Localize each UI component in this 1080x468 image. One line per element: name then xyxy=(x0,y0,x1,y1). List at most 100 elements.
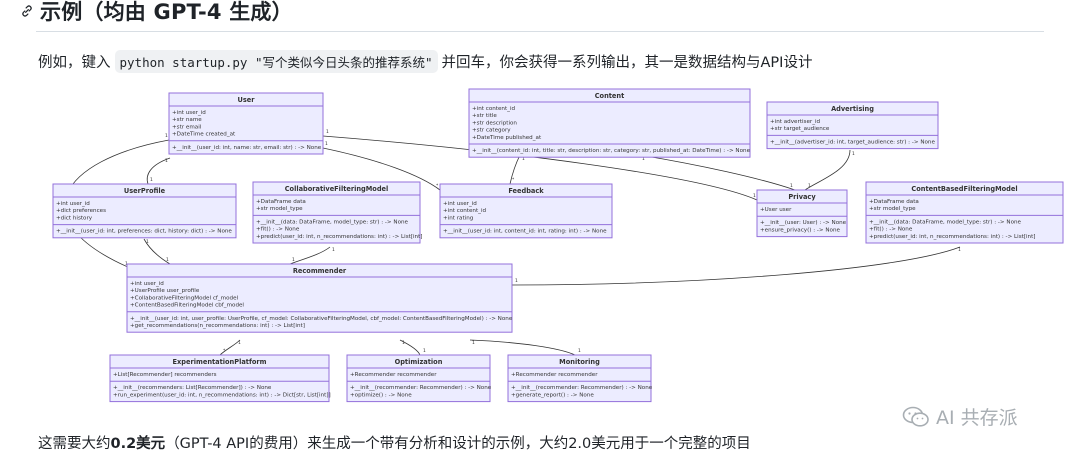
outro-text-after: （GPT-4 API的费用）来生成一个带有分析和设计的示例，大约2.0美元用于一… xyxy=(165,436,751,452)
class-title: CollaborativeFilteringModel xyxy=(285,185,389,193)
class-attribute: +dict preferences xyxy=(56,208,106,214)
class-method: +predict(user_id: int, n_recommendations… xyxy=(869,234,1035,240)
class-attribute: +int user_id xyxy=(130,281,164,287)
class-box xyxy=(865,181,1064,244)
class-attribute: +str email xyxy=(172,124,202,130)
intro-paragraph: 例如，键入 python startup.py "写个类似今日头条的推荐系统" … xyxy=(38,50,812,73)
multiplicity-label: 1 xyxy=(958,247,961,253)
multiplicity-label: 1 xyxy=(790,183,793,189)
class-attribute: +Recommender recommender xyxy=(511,372,598,378)
relation-user-privacy xyxy=(322,135,758,201)
class-method: +__init__(user_id: int, name: str, email… xyxy=(172,145,322,151)
class-method: +get_recommendations(n_recommendations: … xyxy=(130,323,305,329)
heading-title: 示例（均由 GPT-4 生成） xyxy=(40,0,293,24)
class-attribute: +int content_id xyxy=(443,208,487,214)
multiplicity-label: 1 xyxy=(402,340,405,346)
class-content-based-filtering-model: ContentBasedFilteringModel+DataFrame dat… xyxy=(865,181,1064,244)
multiplicity-label: * xyxy=(512,177,515,183)
class-method: +__init__(advertiser_id: int, target_aud… xyxy=(770,139,935,145)
relation-recommender-optimization xyxy=(399,339,421,356)
watermark: AI 共存派 xyxy=(902,403,1018,430)
class-box xyxy=(252,181,421,244)
class-box xyxy=(468,88,751,158)
outro-text-before: 这需要大约 xyxy=(38,436,111,452)
class-attribute: +str target_audience xyxy=(770,126,830,132)
multiplicity-label: 1 xyxy=(150,177,153,183)
class-title: Optimization xyxy=(395,358,443,366)
relation-recommender-monitoring xyxy=(469,339,576,356)
class-box xyxy=(168,92,324,155)
multiplicity-label: 1 xyxy=(515,278,518,284)
class-title: Feedback xyxy=(508,187,544,195)
class-attribute: +DateTime created_at xyxy=(172,132,236,138)
class-title: Monitoring xyxy=(559,358,600,366)
relation-content-privacy xyxy=(639,154,796,191)
class-attribute: +int advertiser_id xyxy=(770,119,821,125)
section-heading: 示例（均由 GPT-4 生成） xyxy=(20,0,293,28)
intro-text-before: 例如，键入 xyxy=(38,55,111,71)
multiplicity-label: 1 xyxy=(326,129,329,135)
relation-recommender-experimentation-platform xyxy=(219,339,241,356)
relation-collaborative-filtering-model-recommender xyxy=(289,246,331,265)
class-attribute: +dict history xyxy=(56,215,93,221)
class-title: Content xyxy=(595,92,625,100)
class-method: +optimize() : -> None xyxy=(350,392,412,398)
multiplicity-label: 1 xyxy=(423,348,426,354)
class-attribute: +int user_id xyxy=(172,110,206,116)
class-attribute: +User user xyxy=(760,207,792,213)
class-method: +fit() : -> None xyxy=(256,227,300,233)
relation-user-profile-recommender xyxy=(143,238,171,265)
class-attribute: +str title xyxy=(472,113,497,119)
relation-user-user-profile xyxy=(146,157,171,185)
class-box xyxy=(346,354,491,403)
class-recommender: Recommender +int user_id+UserProfile user… xyxy=(126,263,513,333)
class-attribute: +UserProfile user_profile xyxy=(130,288,200,294)
class-title: Recommender xyxy=(293,267,347,275)
multiplicity-label: 1 xyxy=(146,239,149,245)
multiplicity-label: 1 xyxy=(238,340,241,346)
class-attribute: +ContentBasedFilteringModel cbf_model xyxy=(130,303,244,309)
relation-advertising-privacy xyxy=(804,149,851,191)
class-optimization: Optimization+Recommender recommender+__i… xyxy=(346,354,492,403)
class-method: +__init__(user_id: int, user_profile: Us… xyxy=(130,316,513,322)
class-method: +fit() : -> None xyxy=(869,227,913,233)
class-title: Advertising xyxy=(831,105,874,113)
class-method: +generate_report() : -> None xyxy=(511,392,594,398)
multiplicity-label: 1 xyxy=(166,257,169,263)
class-method: +__init__(recommenders: List[Recommender… xyxy=(113,385,272,391)
class-method: +__init__(user_id: int, content_id: int,… xyxy=(443,229,607,235)
multiplicity-label: 1 xyxy=(292,257,295,263)
heading-divider xyxy=(36,31,1044,32)
class-attribute: +DataFrame data xyxy=(256,199,306,205)
class-attribute: +Recommender recommender xyxy=(350,372,437,378)
class-monitoring: Monitoring+Recommender recommender+__ini… xyxy=(507,354,653,403)
intro-text-after: 并回车，你会获得一系列输出，其一是数据结构与API设计 xyxy=(441,55,813,71)
class-method: +__init__(content_id: int, title: str, d… xyxy=(472,148,751,154)
class-title: ContentBasedFilteringModel xyxy=(911,185,1017,193)
link-icon[interactable] xyxy=(20,4,34,18)
class-box xyxy=(766,101,939,150)
multiplicity-label: 1 xyxy=(472,340,475,346)
class-attribute: +int user_id xyxy=(56,201,90,207)
class-method: +run_experiment(user_id: int, n_recommen… xyxy=(113,392,331,398)
class-method: +ensure_privacy() : -> None xyxy=(760,227,841,233)
multiplicity-label: 1 xyxy=(578,348,581,354)
class-attribute: +str model_type xyxy=(256,206,303,212)
class-title: ExperimentationPlatform xyxy=(173,358,267,366)
class-user: User+int user_id+str name+str email+Date… xyxy=(168,92,324,155)
outro-cost: 0.2美元 xyxy=(110,436,166,452)
class-attribute: +List[Recommender] recommenders xyxy=(113,372,217,378)
class-title: Privacy xyxy=(788,193,816,201)
class-feedback: Feedback+int user_id+int content_id+int … xyxy=(439,183,613,239)
class-method: +__init__(user_id: int, preferences: dic… xyxy=(56,229,232,235)
class-attribute: +int user_id xyxy=(443,201,477,207)
multiplicity-label: 1 xyxy=(332,247,335,253)
multiplicity-label: 1 xyxy=(852,151,855,157)
class-method: +__init__(data: DataFrame, model_type: s… xyxy=(869,219,1022,225)
class-collaborative-filtering-model: CollaborativeFilteringModel +DataFrame da… xyxy=(252,181,422,244)
class-title: User xyxy=(237,96,255,104)
multiplicity-label: 1 xyxy=(165,133,168,139)
class-box xyxy=(126,263,513,333)
class-box xyxy=(109,354,330,403)
